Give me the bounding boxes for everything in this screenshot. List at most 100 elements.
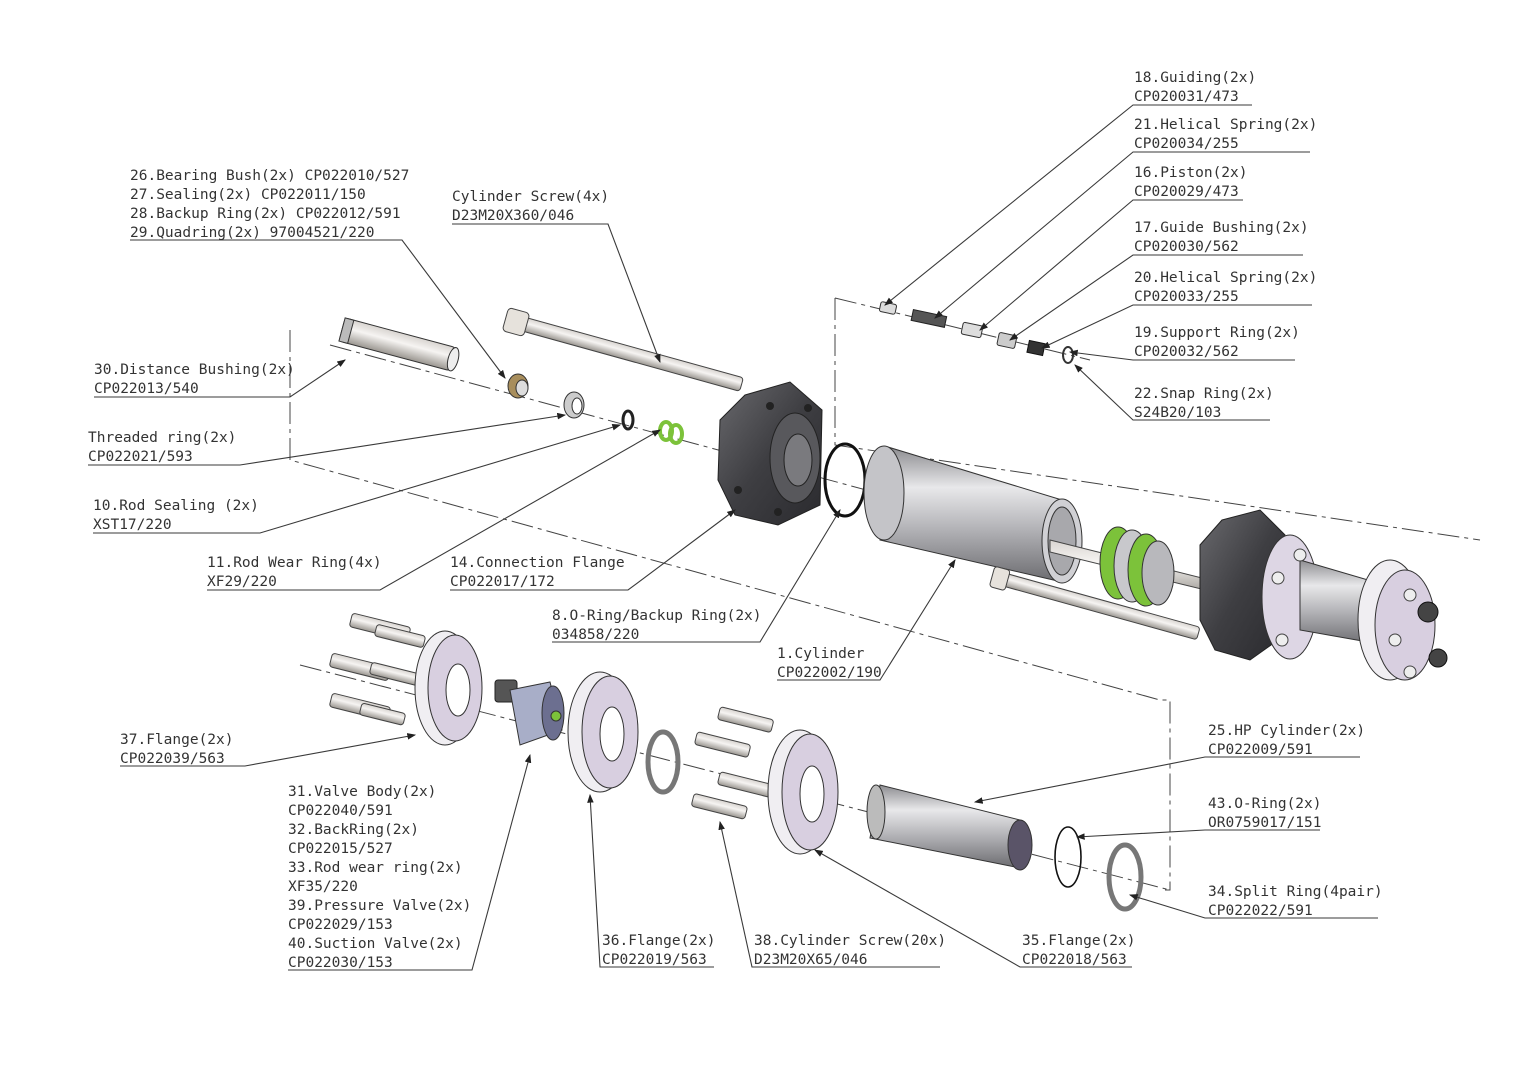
part-valve-body	[494, 679, 565, 746]
label-name: 1.Cylinder	[777, 646, 865, 662]
callout-cylinder-screw-4x: Cylinder Screw(4x) D23M20X360/046	[452, 189, 609, 224]
label-name: 25.HP Cylinder(2x)	[1208, 723, 1365, 739]
callout-11: 11.Rod Wear Ring(4x) XF29/220	[207, 555, 382, 590]
label-part-no: D23M20X65/046	[754, 952, 868, 968]
label-line: XF35/220	[288, 879, 358, 895]
label-part-no: CP022009/591	[1208, 742, 1313, 758]
callout-10: 10.Rod Sealing (2x) XST17/220	[93, 498, 259, 533]
label-part-no: CP022018/563	[1022, 952, 1127, 968]
part-cylinder	[863, 445, 1083, 584]
callout-38: 38.Cylinder Screw(20x) D23M20X65/046	[754, 933, 946, 968]
label-part-no: CP022002/190	[777, 665, 882, 681]
label-line: CP022029/153	[288, 917, 393, 933]
label-name: 20.Helical Spring(2x)	[1134, 270, 1317, 286]
label-part-no: XST17/220	[93, 517, 172, 533]
label-line: 28.Backup Ring(2x) CP022012/591	[130, 206, 401, 222]
callout-25: 25.HP Cylinder(2x) CP022009/591	[1208, 723, 1365, 758]
label-part-no: CP020033/255	[1134, 289, 1239, 305]
label-part-no: 034858/220	[552, 627, 639, 643]
part-split-ring-a	[645, 729, 681, 795]
part-flange-36	[567, 671, 639, 793]
label-name: 38.Cylinder Screw(20x)	[754, 933, 946, 949]
label-name: Cylinder Screw(4x)	[452, 189, 609, 205]
part-split-ring-b	[1106, 842, 1144, 912]
callout-21: 21.Helical Spring(2x) CP020034/255	[1134, 117, 1317, 152]
label-part-no: CP020034/255	[1134, 136, 1239, 152]
label-line: CP022015/527	[288, 841, 393, 857]
part-hp-cylinder	[866, 784, 1033, 871]
callout-36: 36.Flange(2x) CP022019/563	[602, 933, 716, 968]
callout-19: 19.Support Ring(2x) CP020032/562	[1134, 325, 1300, 360]
label-part-no: D23M20X360/046	[452, 208, 574, 224]
callout-17: 17.Guide Bushing(2x) CP020030/562	[1134, 220, 1309, 255]
label-part-no: CP022039/563	[120, 751, 225, 767]
label-name: 8.O-Ring/Backup Ring(2x)	[552, 608, 762, 624]
part-threaded-ring	[563, 391, 585, 419]
part-rod-wear-ring	[658, 420, 684, 445]
label-line: CP022030/153	[288, 955, 393, 971]
part-piston-assembly	[1049, 526, 1231, 607]
label-name: 17.Guide Bushing(2x)	[1134, 220, 1309, 236]
label-part-no: CP022013/540	[94, 381, 199, 397]
label-name: 37.Flange(2x)	[120, 732, 234, 748]
label-name: 21.Helical Spring(2x)	[1134, 117, 1317, 133]
label-name: 19.Support Ring(2x)	[1134, 325, 1300, 341]
label-line: 39.Pressure Valve(2x)	[288, 898, 471, 914]
label-line: 29.Quadring(2x) 97004521/220	[130, 225, 374, 241]
callout-14: 14.Connection Flange CP022017/172	[450, 555, 625, 590]
label-line: 40.Suction Valve(2x)	[288, 936, 463, 952]
part-bearing-bush	[507, 373, 529, 399]
callout-43: 43.O-Ring(2x) OR0759017/151	[1208, 796, 1322, 831]
label-part-no: CP022021/593	[88, 449, 193, 465]
label-part-no: CP022017/172	[450, 574, 555, 590]
label-name: 34.Split Ring(4pair)	[1208, 884, 1383, 900]
label-name: 14.Connection Flange	[450, 555, 625, 571]
part-o-ring-43	[1054, 826, 1082, 888]
callout-20: 20.Helical Spring(2x) CP020033/255	[1134, 270, 1317, 305]
label-part-no: CP020030/562	[1134, 239, 1239, 255]
part-valve-small-parts	[879, 301, 1074, 364]
label-part-no: OR0759017/151	[1208, 815, 1322, 831]
part-cylinder-screw-long-2	[989, 566, 1200, 640]
label-name: 16.Piston(2x)	[1134, 165, 1248, 181]
callout-37: 37.Flange(2x) CP022039/563	[120, 732, 234, 767]
callout-34: 34.Split Ring(4pair) CP022022/591	[1208, 884, 1383, 919]
label-line: 26.Bearing Bush(2x) CP022010/527	[130, 168, 409, 184]
part-cylinder-screw-long	[502, 307, 744, 392]
callout-1: 1.Cylinder CP022002/190	[777, 646, 882, 681]
part-connection-flange	[717, 381, 823, 526]
label-line: 32.BackRing(2x)	[288, 822, 419, 838]
label-name: 36.Flange(2x)	[602, 933, 716, 949]
label-name: 18.Guiding(2x)	[1134, 70, 1256, 86]
callout-8: 8.O-Ring/Backup Ring(2x) 034858/220	[552, 608, 762, 643]
label-name: Threaded ring(2x)	[88, 430, 236, 446]
label-name: 35.Flange(2x)	[1022, 933, 1136, 949]
label-part-no: XF29/220	[207, 574, 277, 590]
label-name: 30.Distance Bushing(2x)	[94, 362, 295, 378]
label-part-no: CP020032/562	[1134, 344, 1239, 360]
part-flange-35	[691, 706, 839, 855]
label-name: 43.O-Ring(2x)	[1208, 796, 1322, 812]
leader-lines	[88, 104, 1378, 971]
part-distance-bushing	[338, 317, 460, 372]
label-line: 31.Valve Body(2x)	[288, 784, 436, 800]
label-part-no: CP020031/473	[1134, 89, 1239, 105]
part-rear-flange-assembly	[1199, 509, 1448, 681]
label-name: 10.Rod Sealing (2x)	[93, 498, 259, 514]
part-flange-37	[329, 613, 483, 746]
label-name: 22.Snap Ring(2x)	[1134, 386, 1274, 402]
label-line: 33.Rod wear ring(2x)	[288, 860, 463, 876]
label-name: 11.Rod Wear Ring(4x)	[207, 555, 382, 571]
callout-18: 18.Guiding(2x) CP020031/473	[1134, 70, 1256, 105]
callout-22: 22.Snap Ring(2x) S24B20/103	[1134, 386, 1274, 421]
label-part-no: CP022022/591	[1208, 903, 1313, 919]
callout-30: 30.Distance Bushing(2x) CP022013/540	[94, 362, 295, 397]
callout-threaded-ring: Threaded ring(2x) CP022021/593	[88, 430, 236, 465]
label-line: CP022040/591	[288, 803, 393, 819]
callout-16: 16.Piston(2x) CP020029/473	[1134, 165, 1248, 200]
label-part-no: CP022019/563	[602, 952, 707, 968]
label-part-no: S24B20/103	[1134, 405, 1221, 421]
label-part-no: CP020029/473	[1134, 184, 1239, 200]
